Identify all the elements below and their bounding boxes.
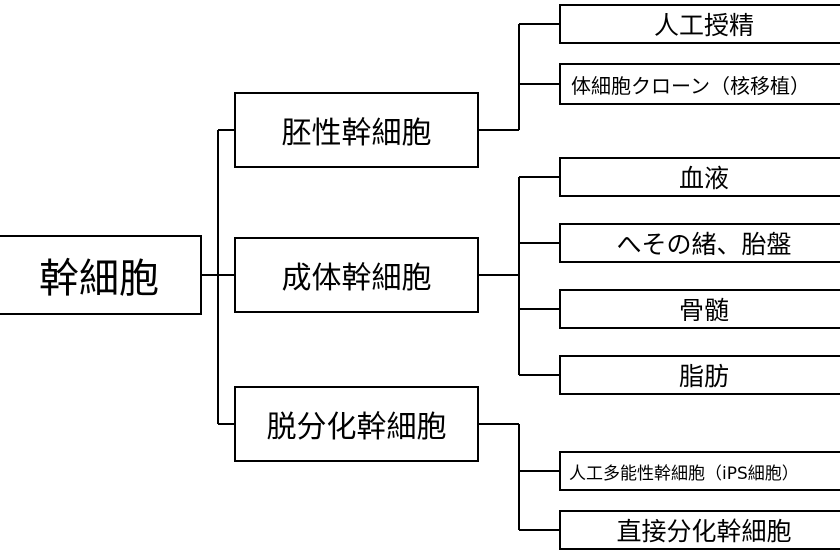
leaf-node-fat: 脂肪 (559, 355, 840, 395)
leaf-node-direct-conversion: 直接分化幹細胞 (559, 510, 840, 550)
leaf-label: 人工授精 (653, 11, 754, 40)
leaf-label: へその緒、胎盤 (616, 230, 792, 259)
leaf-node-ips: 人工多能性幹細胞（iPS細胞） (559, 451, 840, 491)
leaf-label: 体細胞クローン（核移植） (571, 73, 810, 98)
category-label: 脱分化幹細胞 (266, 410, 447, 445)
leaf-label: 人工多能性幹細胞（iPS細胞） (569, 463, 799, 484)
category-label: 胚性幹細胞 (281, 116, 432, 151)
root-label: 幹細胞 (39, 256, 159, 302)
category-node-dedifferentiated: 脱分化幹細胞 (234, 386, 479, 462)
leaf-label: 血液 (678, 164, 729, 193)
leaf-node-somatic-clone: 体細胞クローン（核移植） (559, 63, 840, 105)
leaf-label: 骨髄 (678, 296, 729, 325)
leaf-node-ivf: 人工授精 (559, 4, 840, 44)
category-node-adult: 成体幹細胞 (234, 237, 479, 313)
leaf-label: 直接分化幹細胞 (616, 517, 792, 546)
leaf-node-bone-marrow: 骨髄 (559, 289, 840, 329)
category-node-embryonic: 胚性幹細胞 (234, 92, 479, 168)
leaf-node-umbilical-cord: へその緒、胎盤 (559, 223, 840, 263)
category-label: 成体幹細胞 (281, 261, 432, 296)
leaf-label: 脂肪 (678, 362, 729, 391)
leaf-node-blood: 血液 (559, 157, 840, 197)
root-node: 幹細胞 (0, 235, 202, 315)
